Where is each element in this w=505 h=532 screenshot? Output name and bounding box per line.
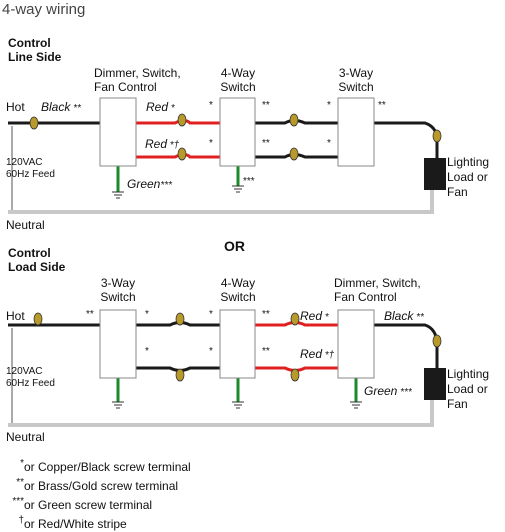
bottom-wire-nut-r1 (290, 312, 300, 326)
top-wire-nut-r1 (177, 113, 187, 127)
top-4way-label: 4-Way Switch (220, 66, 256, 94)
bottom-neutral-label: Neutral (6, 430, 45, 444)
page-title: 4-way wiring (2, 1, 86, 18)
top-3way-device (337, 97, 375, 167)
top-3way-label: 3-Way Switch (338, 66, 374, 94)
bottom-load-wire (374, 323, 439, 368)
bottom-red-dagger-label: Red (300, 347, 323, 361)
legend-mark: ** (16, 477, 24, 488)
top-load-label: Lighting Load or Fan (447, 155, 490, 199)
legend-text: or Copper/Black screw terminal (24, 460, 191, 474)
bottom-dimmer-label: Dimmer, Switch, Fan Control (334, 276, 421, 304)
or-label: OR (224, 238, 245, 254)
top-wire-nut-hot (29, 116, 39, 130)
bottom-ground-4way (232, 401, 244, 409)
bottom-wire-nut-r2 (290, 368, 300, 382)
legend-item: *or Copper/Black screw terminal (8, 456, 191, 475)
top-feed-label: 120VAC 60Hz Feed (6, 157, 55, 180)
top-wire-nut-b1 (289, 113, 299, 127)
top-4way-device (219, 97, 256, 167)
legend-text: or Red/White stripe (24, 517, 127, 531)
top-ground-4way (232, 185, 244, 193)
bottom-load (424, 368, 446, 400)
bottom-green-label: Green (364, 384, 398, 398)
top-section-label: Control Line Side (8, 36, 62, 64)
bottom-4way-label: 4-Way Switch (220, 276, 256, 304)
bottom-3way-label: 3-Way Switch (100, 276, 136, 304)
top-dimmer-label: Dimmer, Switch, Fan Control (94, 66, 181, 94)
top-neutral-wire (8, 190, 434, 214)
top-wire-nut-load (432, 129, 442, 143)
bottom-section-label: Control Load Side (8, 246, 66, 274)
bottom-hot-label: Hot (6, 309, 25, 323)
legend-item: ***or Green screw terminal (8, 494, 191, 513)
bottom-ground-3way (112, 401, 124, 409)
bottom-wire-nut-hot (33, 312, 43, 326)
bottom-feed-label: 120VAC 60Hz Feed (6, 366, 55, 389)
bottom-wire-nut-load (432, 334, 442, 348)
bottom-load-label: Lighting Load or Fan (447, 367, 490, 411)
top-wire-nut-b2 (289, 147, 299, 161)
legend-item: **or Brass/Gold screw terminal (8, 475, 191, 494)
top-neutral-label: Neutral (6, 218, 45, 232)
legend: *or Copper/Black screw terminal **or Bra… (8, 456, 191, 532)
legend-mark: *** (12, 496, 24, 507)
top-red-star-label: Red (146, 100, 169, 114)
top-ground-dimmer (112, 191, 124, 199)
bottom-black-label: Black (384, 309, 414, 323)
top-load (424, 158, 446, 190)
bottom-3way-device (99, 309, 137, 379)
legend-text: or Brass/Gold screw terminal (24, 479, 179, 493)
bottom-4way-device (219, 309, 256, 379)
bottom-neutral-wire (8, 400, 434, 427)
top-green-label: Green (127, 177, 161, 191)
bottom-wire-nut-b2 (175, 368, 185, 382)
bottom-wire-nut-b1 (175, 312, 185, 326)
top-hot-label: Hot (6, 100, 25, 114)
top-dimmer-device (99, 97, 137, 167)
top-red-dagger-label: Red (145, 137, 168, 151)
legend-mark: * (20, 458, 24, 469)
legend-text: or Green screw terminal (24, 498, 153, 512)
bottom-red-star-label: Red (300, 309, 323, 323)
legend-item: †or Red/White stripe (8, 513, 191, 532)
top-load-wire (374, 121, 439, 160)
bottom-dimmer-device (337, 309, 375, 379)
bottom-ground-dimmer (350, 401, 362, 409)
top-wire-nut-r2 (177, 147, 187, 161)
top-black-label: Black (41, 100, 71, 114)
legend-mark: † (18, 515, 24, 526)
